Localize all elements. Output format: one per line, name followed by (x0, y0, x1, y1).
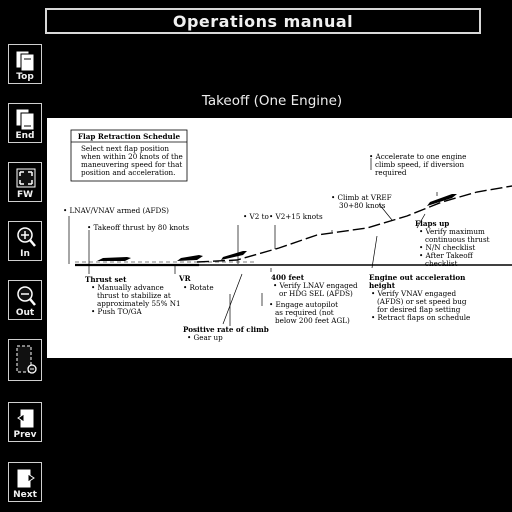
flaps-up-label: Flaps up (415, 219, 449, 228)
zoom-in-icon (17, 227, 36, 247)
accel-line-2: climb speed, if diversion (375, 160, 464, 169)
eo-accel-line-1: Engine out acceleration (369, 273, 466, 282)
eo-item-2: (AFDS) or set speed bug (377, 297, 467, 306)
eo-item-4: • Retract flaps on schedule (371, 313, 470, 322)
prev-button[interactable]: Prev (8, 402, 42, 442)
window-title-bar: Operations manual (45, 8, 481, 34)
airplane-1 (97, 257, 131, 261)
gear-up-label: • Gear up (187, 333, 223, 342)
thrust-item-2: thrust to stabilize at (97, 291, 171, 300)
flaps-item-5: checklist (425, 259, 458, 268)
flight-path (196, 185, 512, 263)
prev-label: Prev (13, 430, 37, 440)
out-label: Out (15, 308, 35, 318)
window-title: Operations manual (172, 11, 354, 31)
next-page-icon (16, 468, 35, 489)
eo-accel-line-2: height (369, 281, 396, 290)
fw-label: FW (16, 190, 34, 200)
400ft-label: 400 feet (271, 273, 305, 282)
flaps-item-1: • Verify maximum (419, 227, 485, 236)
zoom-out-icon (17, 286, 36, 306)
box-line-1: Select next flap position (81, 144, 169, 153)
accel-line-3: required (375, 168, 407, 177)
end-label: End (15, 131, 35, 141)
flap-schedule-box (70, 129, 188, 182)
400ft-item-1: • Verify LNAV engaged (273, 281, 358, 290)
autopilot-line-2: as required (not (275, 308, 334, 317)
in-label: In (20, 249, 30, 259)
thrust-set-label: Thrust set (85, 275, 127, 284)
fit-width-button[interactable]: FW (8, 162, 42, 202)
flaps-item-2: continuous thrust (425, 235, 490, 244)
page-top-icon (15, 50, 35, 72)
airplane-3 (221, 251, 247, 260)
page-zoom-button[interactable] (8, 339, 42, 381)
climb-vref-line-1: • Climb at VREF (331, 193, 392, 202)
next-button[interactable]: Next (8, 462, 42, 502)
fit-width-icon (16, 168, 36, 188)
page-end-icon (15, 108, 35, 131)
autopilot-line-3: below 200 feet AGL) (275, 316, 350, 325)
flaps-item-4: • After Takeoff (419, 251, 474, 260)
end-button[interactable]: End (8, 103, 42, 143)
eo-item-1: • Verify VNAV engaged (371, 289, 456, 298)
page-title: Takeoff (One Engine) (201, 93, 343, 109)
next-label: Next (13, 490, 37, 500)
page-zoom-icon (16, 345, 37, 374)
flaps-item-3: • N/N checklist (419, 243, 475, 252)
zoom-in-button[interactable]: In (8, 221, 42, 261)
prev-page-icon (17, 408, 35, 429)
flap-schedule-title: Flap Retraction Schedule (78, 132, 181, 141)
box-line-2: when within 20 knots of the (81, 152, 183, 161)
climb-vref-line-2: 30+80 knots (339, 201, 386, 210)
v2-to-label: • V2 to (243, 212, 269, 221)
vr-label: VR (178, 274, 192, 283)
thrust-item-3: approximately 55% N1 (97, 299, 181, 308)
airplane-4 (427, 194, 457, 206)
takeoff-diagram: Flap Retraction Schedule Select next fla… (47, 118, 512, 358)
airplane-2 (177, 255, 203, 261)
takeoff-thrust-label: • Takeoff thrust by 80 knots (87, 223, 189, 232)
eo-item-3: for desired flap setting (377, 305, 461, 314)
positive-rate-label: Positive rate of climb (183, 325, 269, 334)
thrust-item-1: • Manually advance (91, 283, 164, 292)
lnav-label: • LNAV/VNAV armed (AFDS) (63, 206, 169, 215)
400ft-item-2: or HDG SEL (AFDS) (279, 289, 353, 298)
v2-15-label: • V2+15 knots (269, 212, 323, 221)
thrust-item-4: • Push TO/GA (91, 307, 142, 316)
top-label: Top (16, 72, 34, 82)
accel-line-1: • Accelerate to one engine (369, 152, 466, 161)
zoom-out-button[interactable]: Out (8, 280, 42, 320)
rotate-label: • Rotate (183, 283, 214, 292)
top-button[interactable]: Top (8, 44, 42, 84)
box-line-3: maneuvering speed for that (81, 160, 182, 169)
autopilot-line-1: • Engage autopilot (269, 300, 338, 309)
box-line-4: position and acceleration. (81, 168, 175, 177)
